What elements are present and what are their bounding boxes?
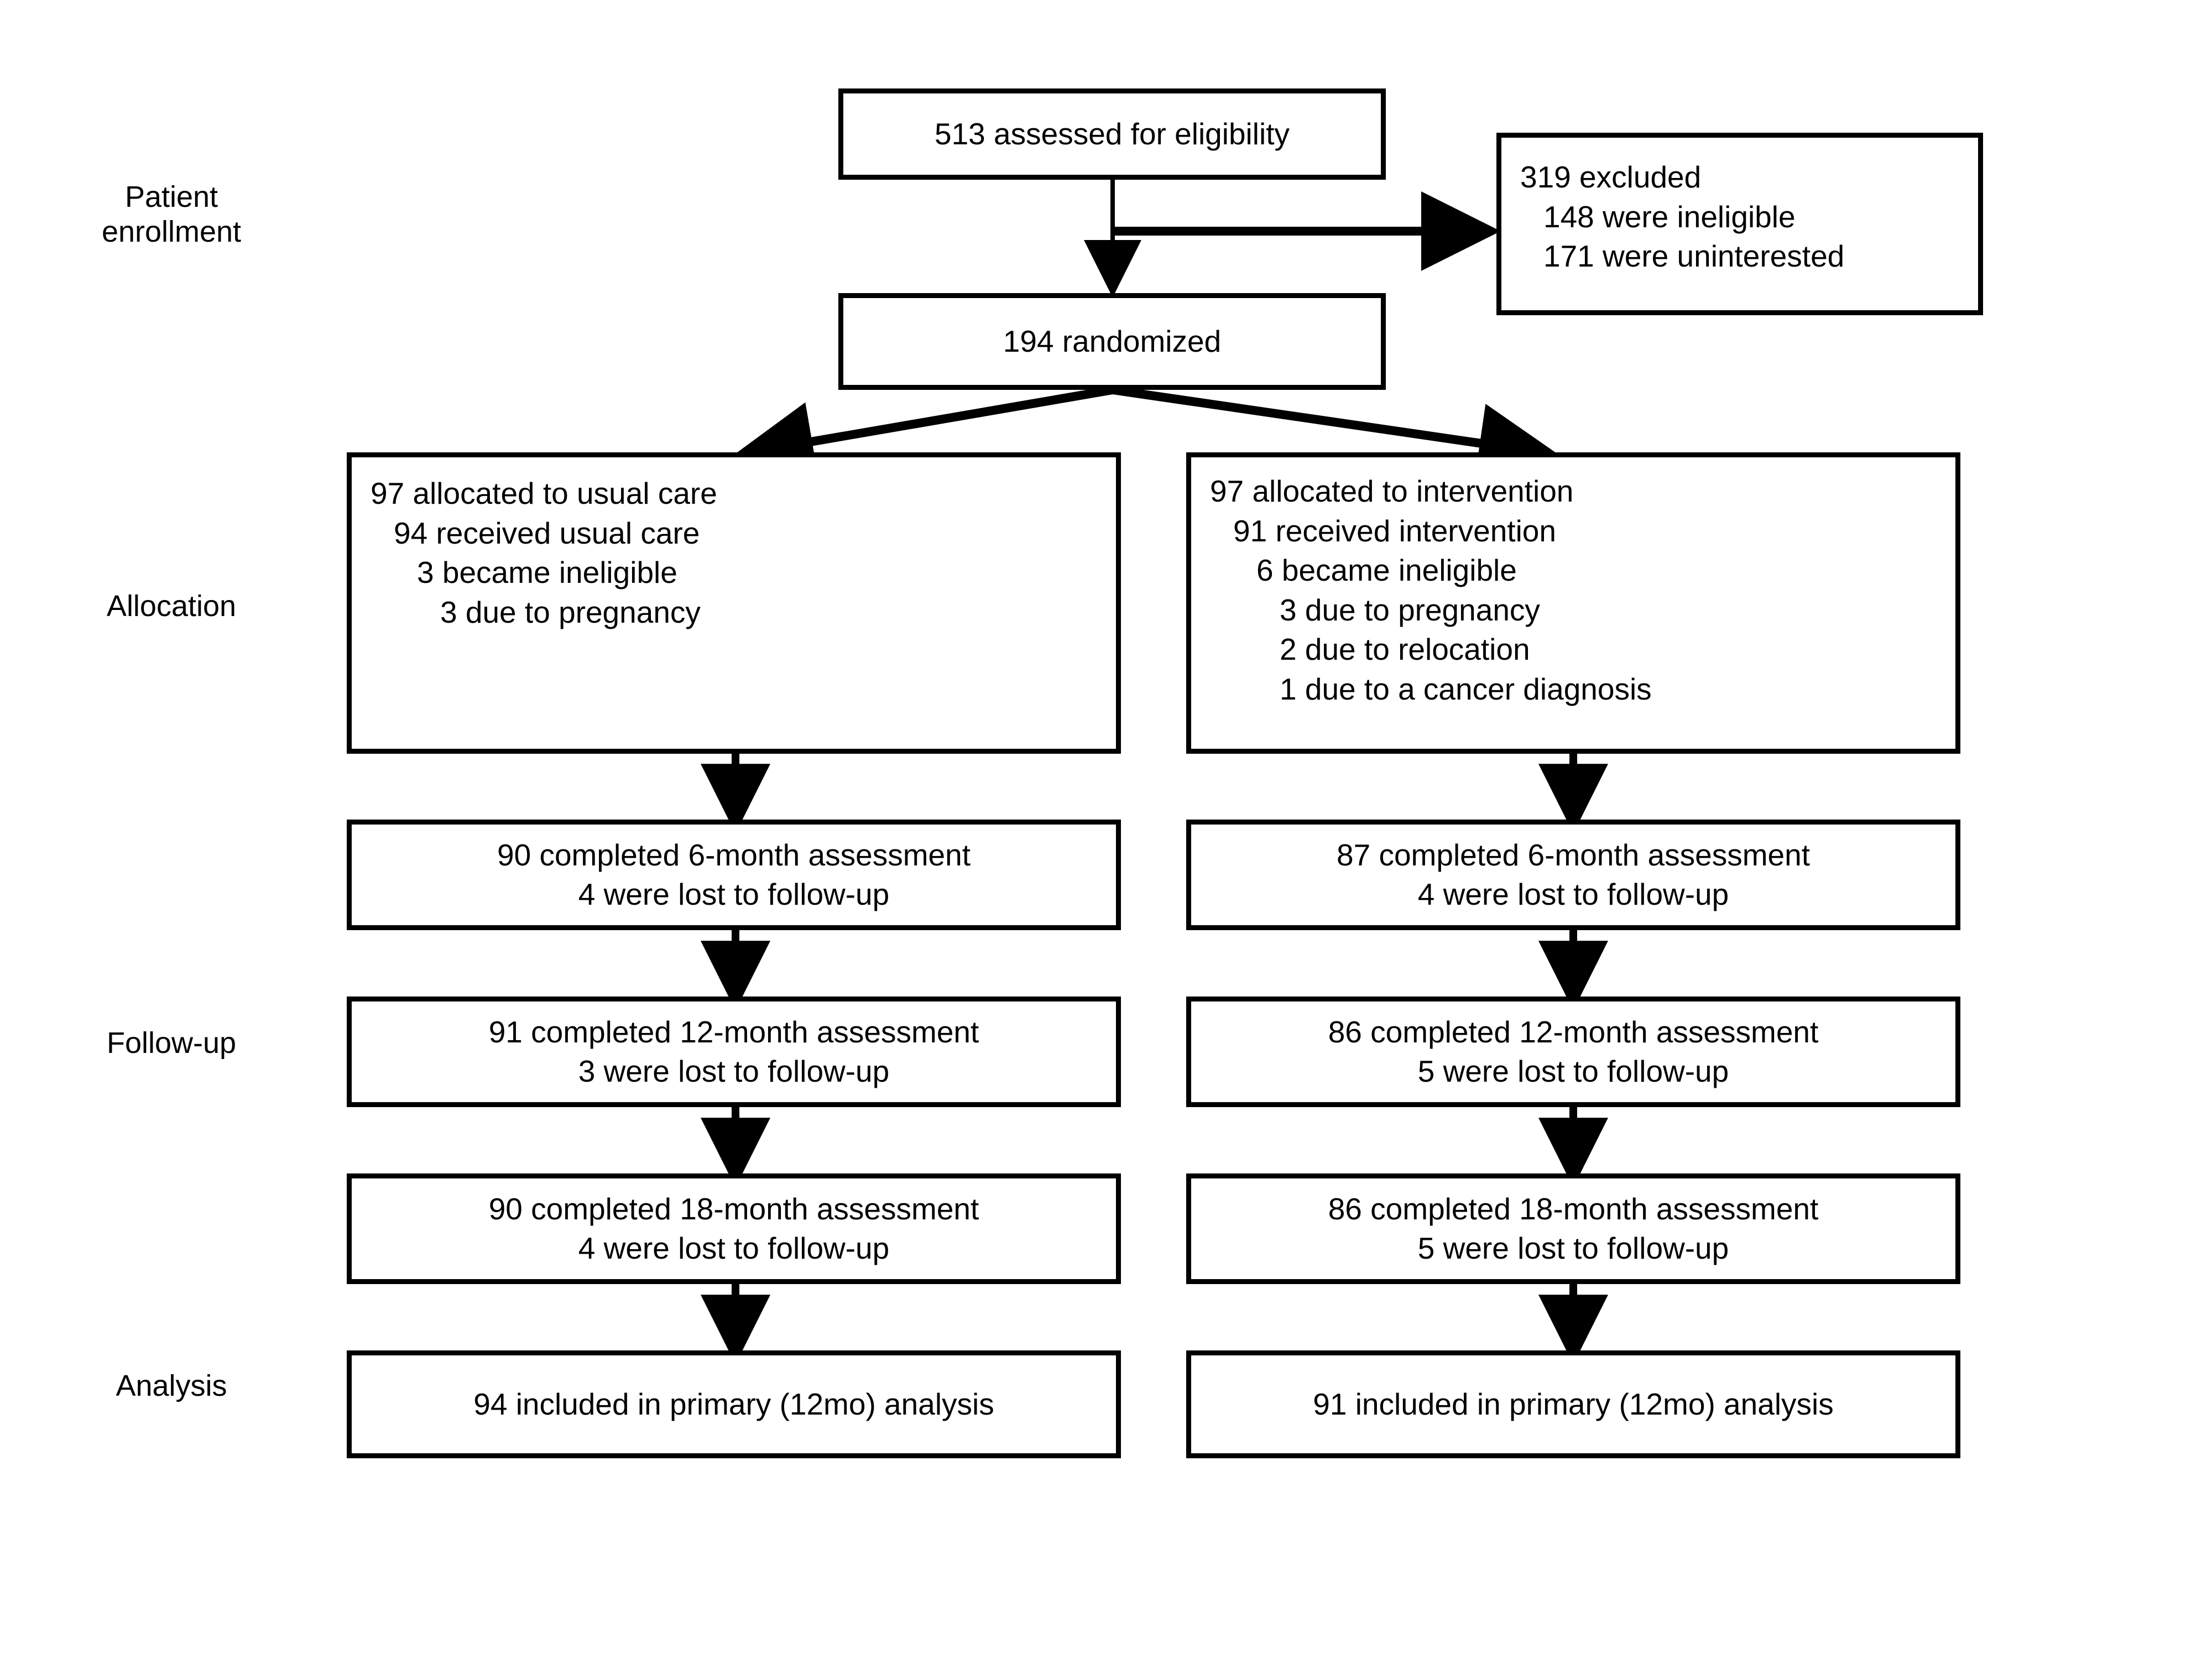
box-line: 86 completed 18-month assessment [1328, 1191, 1819, 1226]
box-line: 94 included in primary (12mo) analysis [473, 1386, 994, 1421]
box-line: 1 due to a cancer diagnosis [1280, 671, 1652, 706]
box-line: 2 due to relocation [1280, 632, 1530, 666]
box-line: 4 were lost to follow-up [578, 877, 890, 911]
box-line: 87 completed 6-month assessment [1337, 837, 1810, 872]
stage-label-enrollment: Patient enrollment [101, 180, 242, 249]
box-control-6-month: 90 completed 6-month assessment 4 were l… [347, 820, 1121, 930]
box-line: 3 were lost to follow-up [578, 1054, 890, 1088]
box-line: 3 became ineligible [417, 555, 677, 589]
box-line: 194 randomized [1003, 324, 1222, 358]
box-line: 4 were lost to follow-up [578, 1231, 890, 1265]
box-intervention-18-month: 86 completed 18-month assessment 5 were … [1186, 1173, 1960, 1284]
box-line: 90 completed 6-month assessment [497, 837, 971, 872]
box-line: 86 completed 12-month assessment [1328, 1014, 1819, 1049]
box-excluded: 319 excluded 148 were ineligible 171 wer… [1496, 133, 1983, 315]
box-line: 97 allocated to intervention [1210, 474, 1574, 508]
stage-label-analysis: Analysis [116, 1369, 227, 1402]
box-control-analysis: 94 included in primary (12mo) analysis [347, 1350, 1121, 1458]
box-allocated-usual-care: 97 allocated to usual care 94 received u… [347, 452, 1121, 754]
box-line: 319 excluded [1520, 160, 1702, 194]
box-line: 94 received usual care [394, 515, 700, 550]
box-line: 91 completed 12-month assessment [488, 1014, 979, 1049]
box-assessed-for-eligibility: 513 assessed for eligibility [838, 88, 1386, 180]
box-line: 91 received intervention [1233, 513, 1556, 548]
box-line: 3 due to pregnancy [440, 594, 701, 629]
box-line: 513 assessed for eligibility [934, 116, 1290, 151]
box-line: 4 were lost to follow-up [1417, 877, 1729, 911]
box-intervention-analysis: 91 included in primary (12mo) analysis [1186, 1350, 1960, 1458]
stage-label-allocation: Allocation [106, 589, 237, 623]
box-line: 97 allocated to usual care [371, 476, 717, 510]
box-line: 90 completed 18-month assessment [488, 1191, 979, 1226]
box-control-12-month: 91 completed 12-month assessment 3 were … [347, 997, 1121, 1107]
edge-randomized-to-intervention-allocation [1112, 385, 1559, 483]
box-control-18-month: 90 completed 18-month assessment 4 were … [347, 1173, 1121, 1284]
box-line: 5 were lost to follow-up [1417, 1231, 1729, 1265]
box-line: 91 included in primary (12mo) analysis [1313, 1386, 1834, 1421]
box-intervention-12-month: 86 completed 12-month assessment 5 were … [1186, 997, 1960, 1107]
stage-label-followup: Follow-up [106, 1026, 237, 1060]
box-allocated-intervention: 97 allocated to intervention 91 received… [1186, 452, 1960, 754]
edge-randomized-to-control-allocation [733, 385, 1114, 481]
box-line: 6 became ineligible [1256, 553, 1517, 587]
box-intervention-6-month: 87 completed 6-month assessment 4 were l… [1186, 820, 1960, 930]
box-line: 5 were lost to follow-up [1417, 1054, 1729, 1088]
box-randomized: 194 randomized [838, 293, 1386, 390]
box-line: 3 due to pregnancy [1280, 592, 1540, 627]
box-line: 148 were ineligible [1543, 199, 1796, 234]
box-line: 171 were uninterested [1543, 239, 1845, 273]
